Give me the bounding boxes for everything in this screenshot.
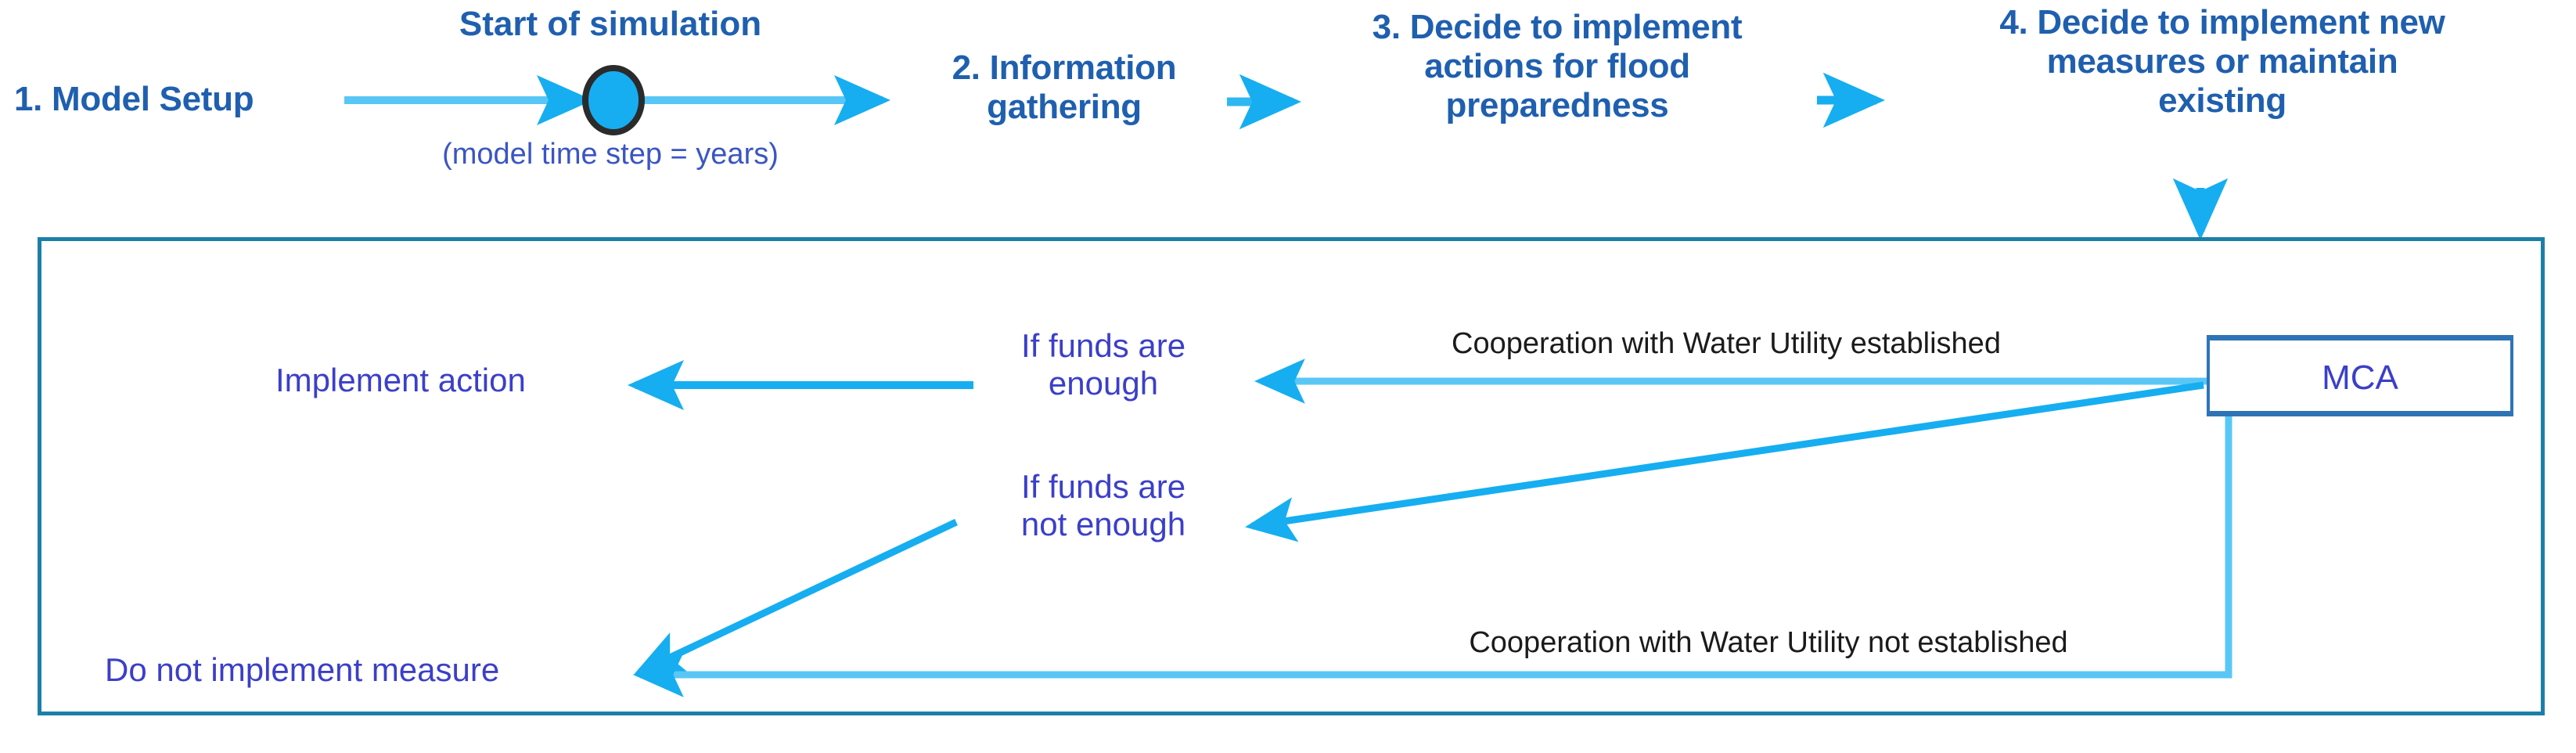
model-time-step-caption: (model time step = years) <box>442 138 779 171</box>
step-1-model-setup[interactable]: 1. Model Setup <box>14 80 254 118</box>
step-3-decide-implement-actions[interactable]: 3. Decide to implement actions for flood… <box>1372 8 1743 125</box>
branch-if-funds-are-not-enough[interactable]: If funds are not enough <box>1020 468 1186 542</box>
start-circle-icon <box>582 65 645 135</box>
decision-panel <box>38 237 2545 715</box>
edge-note-cooperation-established: Cooperation with Water Utility establish… <box>1452 327 2001 360</box>
start-of-simulation-banner: Start of simulation <box>459 5 762 43</box>
step-2-information-gathering[interactable]: 2. Information gathering <box>952 49 1177 127</box>
step-4-decide-implement-new-measures[interactable]: 4. Decide to implement new measures or m… <box>1999 3 2445 121</box>
edge-note-cooperation-not-established: Cooperation with Water Utility not estab… <box>1469 626 2068 659</box>
branch-if-funds-are-enough[interactable]: If funds are enough <box>1020 327 1186 402</box>
mca-box-label: MCA <box>2322 358 2398 397</box>
outcome-implement-action[interactable]: Implement action <box>275 362 526 398</box>
mca-box[interactable]: MCA <box>2207 335 2513 416</box>
outcome-do-not-implement-measure[interactable]: Do not implement measure <box>105 651 500 688</box>
